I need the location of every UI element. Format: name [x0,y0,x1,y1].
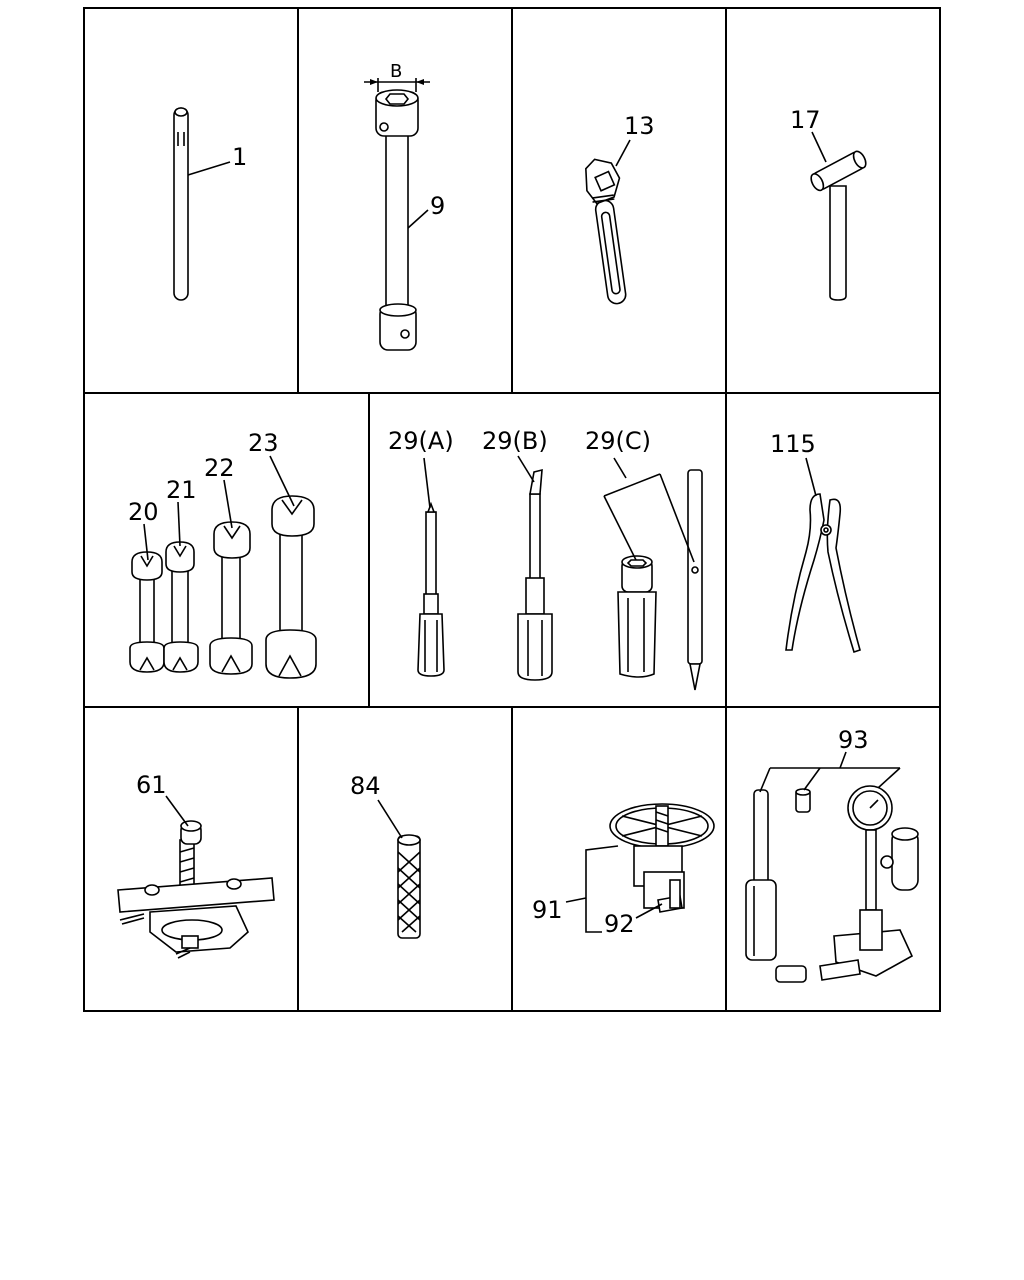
dimension-b: B [364,61,430,92]
callout-29a: 29(A) [388,427,454,455]
screwdriver-set-icon[interactable] [617,469,703,691]
panel-part-17: 17 [790,106,869,301]
panel-part-9: B 9 [364,61,445,351]
leader-line [143,523,149,561]
panel-part-1: 1 [173,107,247,301]
box-wrench-icon[interactable] [375,89,419,351]
leader-line [377,799,403,839]
leader-line [565,897,587,903]
leader-line [223,479,233,529]
leader-line [803,767,821,791]
hammer-icon[interactable] [809,149,869,301]
callout-84: 84 [350,772,381,800]
callout-23: 23 [248,429,279,457]
leader-line [603,495,637,561]
callout-29c: 29(C) [585,427,651,455]
leader-line [877,767,901,789]
leader-line [615,139,631,167]
bracket-91 [585,845,619,933]
wheel-puller-icon[interactable] [609,803,715,913]
dimension-label: B [390,61,402,82]
callout-17: 17 [790,106,821,134]
leader-line [811,131,827,163]
panel-part-93: 93 [745,726,919,983]
leader-line [635,903,663,919]
adjustable-wrench-icon[interactable] [583,156,637,305]
open-end-wrench-icon[interactable] [209,521,253,675]
callout-9: 9 [430,192,445,220]
open-end-wrench-icon[interactable] [163,541,199,673]
callout-93: 93 [838,726,869,754]
leader-line [759,767,771,793]
callout-61: 61 [136,771,167,799]
callout-115: 115 [770,430,816,458]
leader-line [407,209,429,229]
leader-line [269,455,295,507]
leader-line [423,457,431,509]
pliers-icon[interactable] [785,493,861,654]
screwdriver-icon[interactable] [517,468,553,681]
leader-line [613,457,627,479]
panel-parts-91-92: 91 92 [532,803,715,938]
leader-line [517,455,535,483]
panel-part-61: 61 [117,771,275,959]
nozzle-tester-icon[interactable] [745,785,919,983]
callout-20: 20 [128,498,159,526]
panel-part-84: 84 [350,772,421,939]
panel-part-29: 29(A) 29(B) 29(C) [388,427,703,691]
rod-icon[interactable] [173,107,189,301]
panel-part-13: 13 [583,112,655,305]
leader-line [177,501,181,547]
leader-line [659,473,695,563]
callout-21: 21 [166,476,197,504]
screwdriver-icon[interactable] [417,501,445,677]
open-end-wrench-icon[interactable] [129,551,165,673]
panel-part-115: 115 [770,430,861,654]
leader-line [165,795,189,827]
callout-29b: 29(B) [482,427,548,455]
leader-line [187,161,231,176]
leader-line [603,473,661,497]
knurled-bar-icon[interactable] [397,834,421,939]
puller-icon[interactable] [117,820,275,959]
callout-92: 92 [604,910,635,938]
leader-line [839,751,847,769]
callout-13: 13 [624,112,655,140]
panel-parts-20-23: 20 21 22 23 [128,429,317,679]
open-end-wrench-icon[interactable] [265,495,317,679]
leader-line [805,457,817,497]
callout-1: 1 [232,143,247,171]
callout-91: 91 [532,896,563,924]
panel-grid [83,7,941,1012]
callout-22: 22 [204,454,235,482]
